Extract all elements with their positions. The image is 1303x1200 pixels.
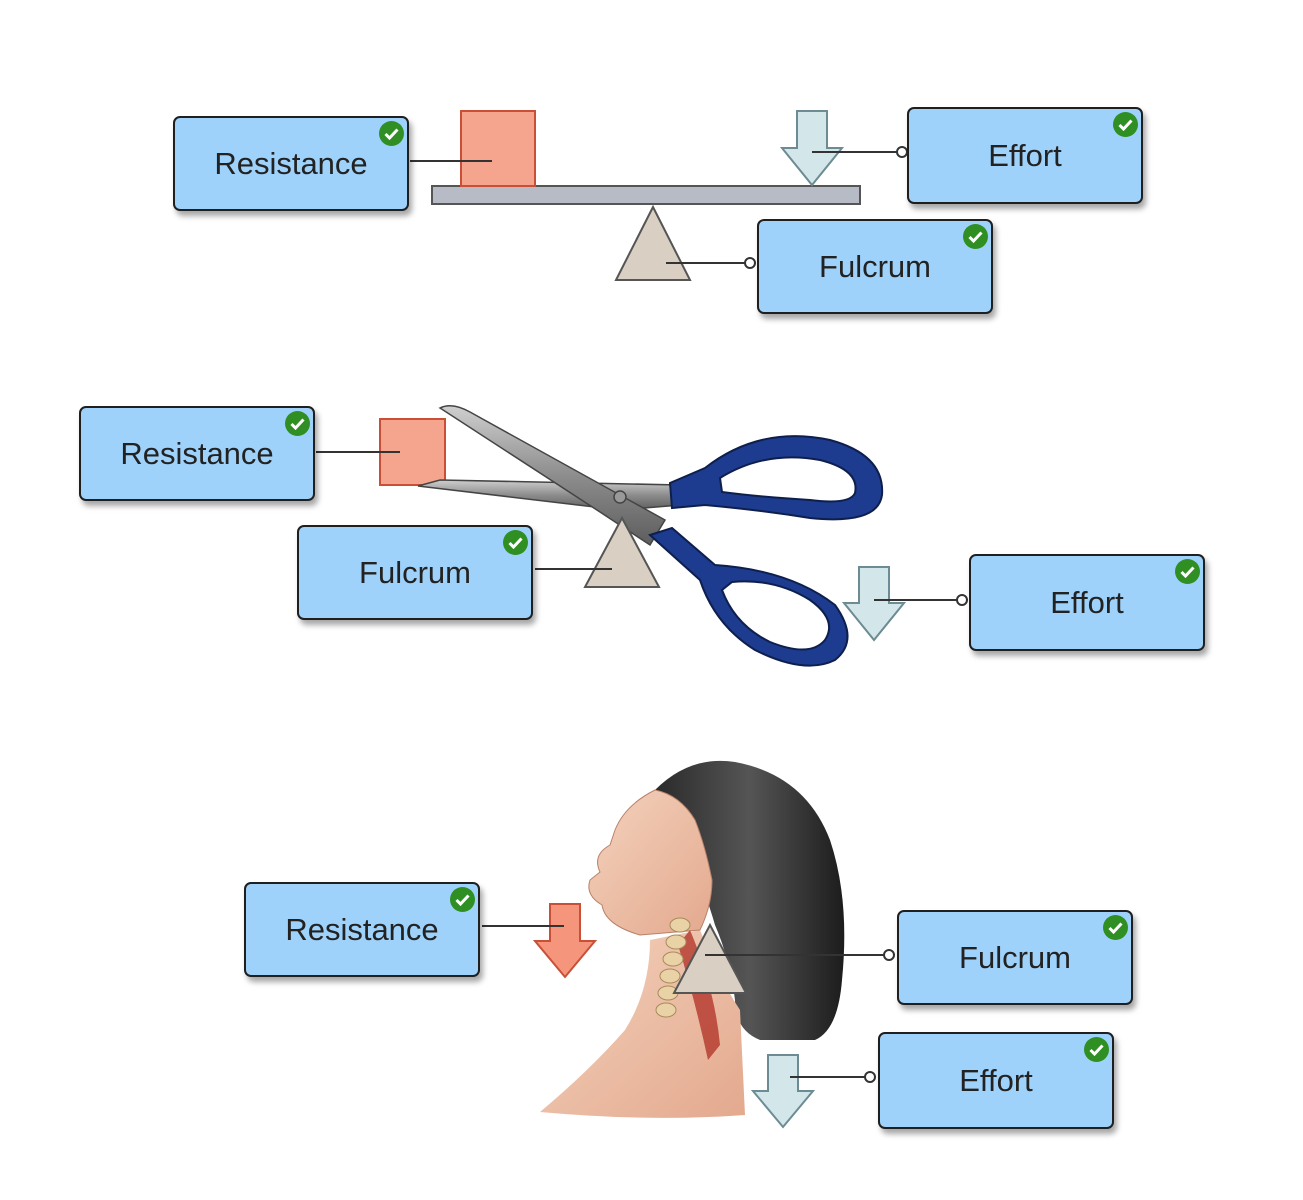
fulcrum-label-text: Fulcrum bbox=[359, 554, 471, 590]
effort-label-scissors[interactable]: Effort bbox=[969, 554, 1205, 651]
fulcrum-triangle bbox=[614, 204, 692, 281]
fulcrum-label-head[interactable]: Fulcrum bbox=[897, 910, 1133, 1005]
neck-muscle bbox=[678, 930, 720, 1060]
resistance-label-text: Resistance bbox=[214, 145, 368, 181]
fulcrum-label-seesaw[interactable]: Fulcrum bbox=[757, 219, 993, 314]
resistance-label-text: Resistance bbox=[285, 911, 439, 947]
resistance-arrow bbox=[532, 903, 598, 979]
resistance-label-scissors[interactable]: Resistance bbox=[79, 406, 315, 501]
fulcrum-label-scissors[interactable]: Fulcrum bbox=[297, 525, 533, 620]
scissor-pivot-screw bbox=[613, 490, 627, 504]
leader-lines bbox=[410, 146, 908, 269]
scissor-blade-lower bbox=[417, 479, 681, 511]
check-circle-icon bbox=[1175, 559, 1200, 584]
fulcrum-triangle bbox=[672, 922, 748, 994]
effort-label-text: Effort bbox=[959, 1062, 1033, 1098]
resistance-label-seesaw[interactable]: Resistance bbox=[173, 116, 409, 211]
resistance-weight bbox=[460, 110, 536, 187]
scissors-diagram bbox=[316, 405, 968, 667]
check-circle-icon bbox=[450, 887, 475, 912]
effort-arrow bbox=[841, 566, 907, 642]
scissor-handle-lower bbox=[648, 526, 849, 667]
hair bbox=[655, 760, 845, 1040]
face bbox=[588, 789, 713, 936]
leader-lines bbox=[482, 925, 895, 1083]
resistance-label-text: Resistance bbox=[120, 435, 274, 471]
effort-label-text: Effort bbox=[1050, 584, 1124, 620]
check-circle-icon bbox=[503, 530, 528, 555]
leader-lines bbox=[316, 451, 968, 606]
check-circle-icon bbox=[1084, 1037, 1109, 1062]
fulcrum-label-text: Fulcrum bbox=[959, 939, 1071, 975]
lever-bar bbox=[431, 185, 861, 205]
effort-label-seesaw[interactable]: Effort bbox=[907, 107, 1143, 204]
effort-arrow bbox=[779, 110, 845, 187]
seesaw-diagram bbox=[410, 110, 908, 281]
cervical-spine bbox=[655, 917, 691, 1018]
check-circle-icon bbox=[379, 121, 404, 146]
resistance-label-head[interactable]: Resistance bbox=[244, 882, 480, 977]
check-circle-icon bbox=[285, 411, 310, 436]
check-circle-icon bbox=[1113, 112, 1138, 137]
effort-label-text: Effort bbox=[988, 137, 1062, 173]
fulcrum-label-text: Fulcrum bbox=[819, 248, 931, 284]
check-circle-icon bbox=[1103, 915, 1128, 940]
scissor-handle-upper bbox=[668, 435, 884, 521]
effort-arrow bbox=[750, 1054, 816, 1129]
effort-label-head[interactable]: Effort bbox=[878, 1032, 1114, 1129]
check-circle-icon bbox=[963, 224, 988, 249]
head-diagram bbox=[482, 760, 895, 1129]
